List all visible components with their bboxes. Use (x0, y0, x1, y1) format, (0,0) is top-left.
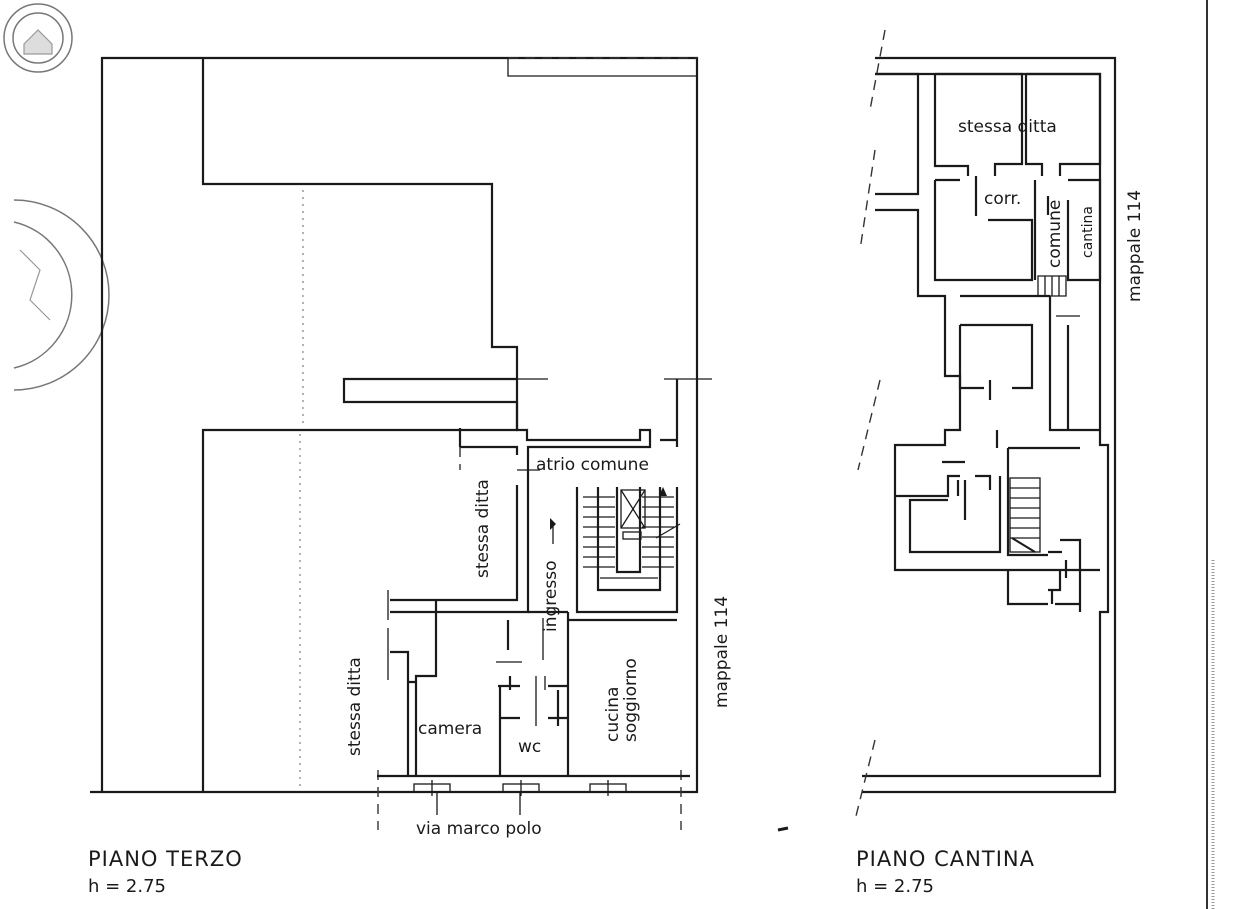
piano-terzo-plan: atrio comune stessa ditta stessa ditta i… (88, 56, 789, 897)
cellar-mappale-label: mappale 114 (1125, 190, 1145, 302)
window (413, 780, 627, 796)
cellar-boundary-dash (854, 29, 886, 821)
cellar-staircase (1009, 477, 1041, 553)
cellar-label-stessa-ditta: stessa ditta (958, 117, 1057, 137)
room-label-camera: camera (418, 719, 482, 739)
cellar-label-comune: comune (1045, 200, 1065, 268)
cellar-plan-title: PIANO CANTINA (856, 847, 1035, 871)
door-jamb (508, 676, 560, 726)
cellar-height-label: h = 2.75 (856, 876, 934, 897)
cellar-room-wall (933, 72, 1102, 282)
building-outline-wall (90, 56, 699, 794)
official-stamp-icon (13, 199, 110, 391)
cellar-wall (875, 72, 1100, 572)
cellar-outline-wall (862, 56, 1117, 794)
piano-cantina-plan: stessa ditta corr. comune cantina mappal… (854, 29, 1145, 897)
cellar-label-corr: corr. (984, 189, 1021, 209)
room-label-stessa-ditta: stessa ditta (345, 657, 365, 756)
plan-title: PIANO TERZO (88, 847, 243, 871)
street-label: via marco polo (416, 819, 542, 839)
partition-wall (390, 650, 416, 776)
cellar-mid-wall (958, 294, 1100, 432)
courtyard-outline (201, 58, 519, 792)
apartment-wall (416, 610, 690, 778)
height-label: h = 2.75 (88, 876, 166, 897)
house-logo-icon (3, 3, 73, 73)
room-label-ingresso: ingresso (541, 561, 561, 632)
staircase (575, 487, 681, 614)
stair-wall-right (660, 379, 679, 447)
mappale-label: mappale 114 (712, 596, 732, 708)
room-label-stessa-ditta: stessa ditta (473, 479, 493, 578)
partition-wall (458, 428, 519, 455)
roof-step-line (507, 58, 697, 77)
partition-wall (414, 600, 438, 776)
partition-wall (390, 455, 530, 614)
cellar-lower-wall (1006, 538, 1082, 612)
room-label-atrio: atrio comune (536, 455, 649, 475)
cellar-stair-top (1037, 275, 1067, 297)
cellar-label-cantina: cantina (1080, 206, 1096, 258)
stair-core-outline (515, 379, 652, 457)
room-label-wc: wc (518, 737, 541, 757)
cellar-corridor-wall (974, 176, 1102, 282)
scan-mark (777, 826, 789, 832)
cellar-lower-wall (895, 430, 1080, 557)
room-label-soggiorno: soggiorno (621, 658, 641, 742)
room-label-cucina: cucina (603, 687, 623, 742)
